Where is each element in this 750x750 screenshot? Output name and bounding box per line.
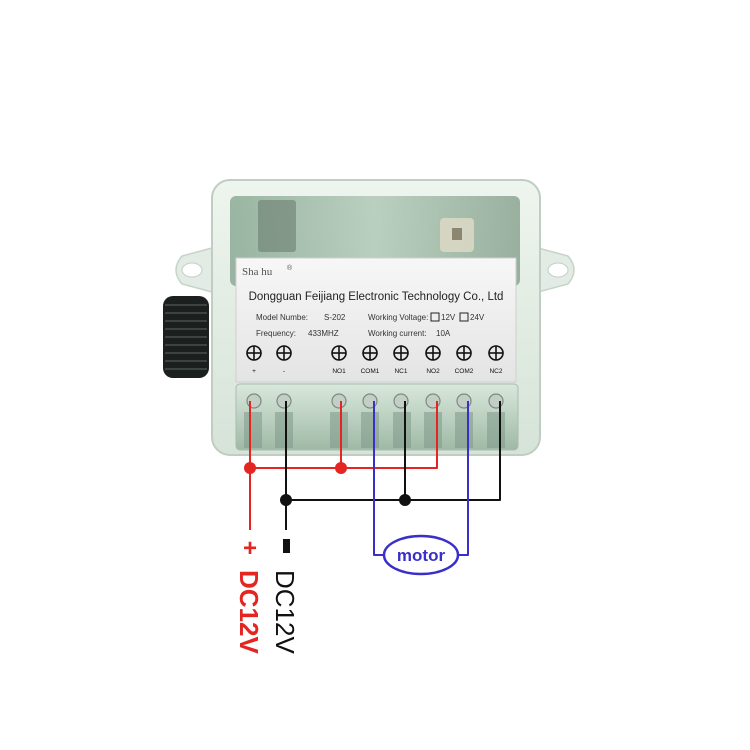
terminal-label-no1: NO1 [332, 368, 346, 375]
current-label: Working current: [368, 329, 427, 338]
model-label: Model Numbe: [256, 313, 308, 322]
junction-negative-nc1 [399, 494, 411, 506]
manufacturer-text: Dongguan Feijiang Electronic Technology … [249, 291, 504, 303]
device-label: Sha hu ® Dongguan Feijiang Electronic Te… [235, 257, 517, 383]
model-value: S-202 [324, 313, 346, 322]
registered-mark: ® [287, 264, 293, 272]
terminal-label-com1: COM1 [361, 368, 380, 375]
terminal-block [235, 383, 519, 451]
positive-bus [250, 401, 438, 469]
terminal-label-minus: - [283, 368, 285, 375]
terminal-label-no2: NO2 [426, 368, 440, 375]
junction-dots [244, 462, 411, 506]
negative-supply-label: DC12V [270, 570, 300, 654]
label-terminal-icon-no1 [331, 345, 347, 361]
label-terminal-icon-com2 [456, 345, 472, 361]
voltage-option-24v: 24V [470, 313, 485, 322]
positive-symbol: + [243, 535, 257, 562]
label-terminal-icon-plus [246, 345, 262, 361]
motor-label: motor [397, 546, 446, 565]
voltage-label: Working Voltage: [368, 313, 428, 322]
antenna-coil [163, 296, 209, 378]
motor-wire-com2 [456, 401, 469, 556]
frequency-label: Frequency: [256, 329, 296, 338]
terminal-label-plus: + [252, 368, 256, 375]
voltage-option-12v: 12V [441, 313, 456, 322]
terminal-screws [246, 393, 504, 409]
junction-positive-main [244, 462, 256, 474]
wires [249, 401, 501, 556]
label-terminal-icon-nc2 [488, 345, 504, 361]
label-terminal-icon-no2 [425, 345, 441, 361]
label-terminal-icon-com1 [362, 345, 378, 361]
mounting-ear-left [175, 247, 213, 293]
motor-wire-com1 [373, 401, 386, 556]
terminal-label-com2: COM2 [455, 368, 474, 375]
screw-no1 [331, 393, 347, 409]
terminal-label-nc2: NC2 [489, 368, 502, 375]
current-value: 10A [436, 329, 451, 338]
negative-bus [286, 401, 501, 501]
junction-positive-no1 [335, 462, 347, 474]
frequency-value: 433MHZ [308, 329, 339, 338]
screw-minus [276, 393, 292, 409]
negative-symbol-mark [283, 539, 290, 553]
motor: motor [382, 534, 460, 576]
positive-supply-label: DC12V [234, 570, 264, 654]
terminal-label-nc1: NC1 [394, 368, 407, 375]
mounting-ear-right [537, 247, 575, 293]
voltage-checkbox-24v [459, 312, 469, 322]
label-terminal-icon-nc1 [393, 345, 409, 361]
brand-text: Sha hu [242, 266, 273, 278]
label-terminal-icon-minus [276, 345, 292, 361]
junction-negative-main [280, 494, 292, 506]
label-terminal-symbols [246, 345, 504, 361]
voltage-checkbox-12v [430, 312, 440, 322]
label-terminal-names: + - NO1 COM1 NC1 NO2 COM2 NC2 [252, 368, 503, 375]
